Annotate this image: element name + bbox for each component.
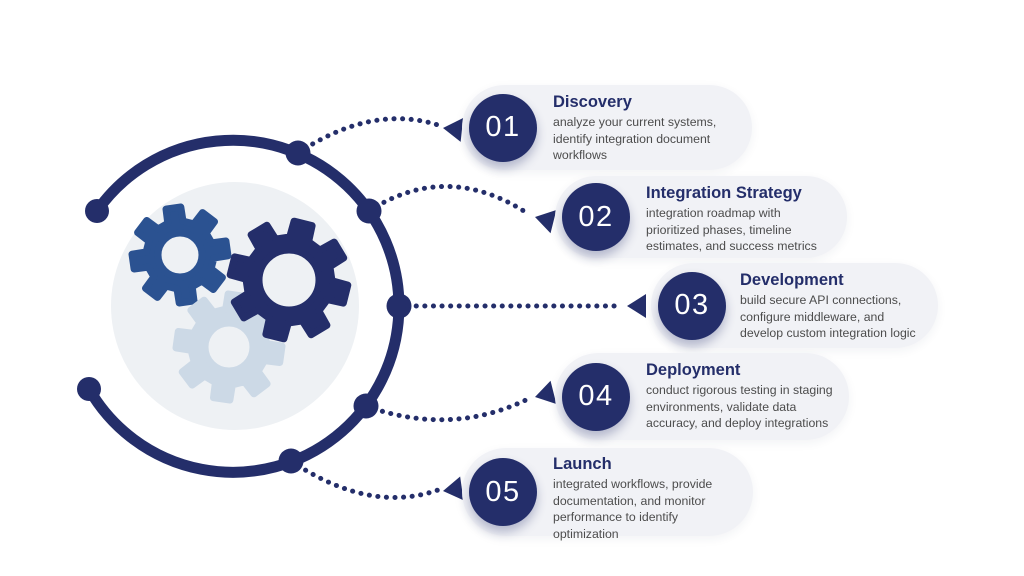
- step-card-development: 03 Development build secure API connecti…: [651, 263, 938, 348]
- ring-endpoint-dot-top: [85, 199, 109, 223]
- step-title: Deployment: [646, 361, 741, 379]
- step-description: conduct rigorous testing in staging envi…: [646, 383, 833, 430]
- step-description: analyze your current systems, identify i…: [553, 115, 717, 162]
- ring-endpoint-dot-bottom: [77, 377, 101, 401]
- connector-step-1: [295, 116, 441, 156]
- step-number: 03: [674, 289, 710, 321]
- connector-step-4: [363, 395, 533, 423]
- step-number: 01: [485, 111, 521, 143]
- arrow-step-3: [627, 294, 646, 318]
- connector-step-2: [366, 184, 533, 218]
- arrow-step-5: [443, 476, 464, 501]
- step-card-deployment: 04 Deployment conduct rigorous testing i…: [555, 353, 849, 440]
- step-number-circle: 02: [562, 183, 630, 251]
- step-title: Launch: [553, 455, 612, 473]
- step-card-launch: 05 Launch integrated workflows, provide …: [462, 448, 753, 541]
- step-card-discovery: 01 Discovery analyze your current system…: [462, 85, 752, 170]
- step-title: Discovery: [553, 93, 632, 111]
- step-number: 04: [578, 380, 614, 412]
- step-description: integration roadmap with prioritized pha…: [646, 206, 817, 253]
- gear-medium-blue-icon: [128, 203, 232, 307]
- step-number: 02: [578, 200, 614, 233]
- arrow-step-2: [535, 209, 557, 234]
- connector-step-5: [288, 458, 441, 500]
- step-title: Integration Strategy: [646, 184, 802, 202]
- step-number-circle: 04: [562, 362, 630, 431]
- step-number: 05: [485, 475, 521, 508]
- gear-navy-icon: [226, 217, 352, 343]
- step-number-circle: 01: [469, 93, 537, 162]
- step-title: Development: [740, 271, 844, 289]
- arrow-step-4: [535, 380, 557, 405]
- step-number-circle: 03: [658, 271, 726, 340]
- step-description: integrated workflows, provide documentat…: [553, 477, 713, 541]
- step-description: build secure API connections, configure …: [740, 293, 916, 340]
- gears-icon: [128, 203, 352, 404]
- step-card-integration-strategy: 02 Integration Strategy integration road…: [555, 176, 847, 258]
- step-number-circle: 05: [469, 458, 537, 526]
- arrow-step-1: [443, 118, 464, 142]
